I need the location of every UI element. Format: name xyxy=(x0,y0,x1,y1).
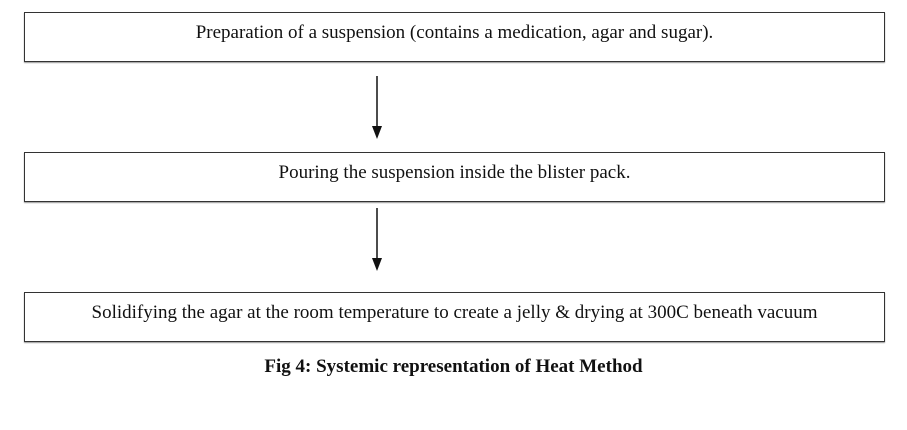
arrow-down-icon xyxy=(372,76,382,139)
step-2-box: Pouring the suspension inside the bliste… xyxy=(24,152,885,202)
step-1-text: Preparation of a suspension (contains a … xyxy=(195,22,714,43)
step-2-text: Pouring the suspension inside the bliste… xyxy=(278,162,631,183)
step-3-text: Solidifying the agar at the room tempera… xyxy=(91,302,818,323)
arrow-down-icon xyxy=(372,208,382,271)
figure-caption: Fig 4: Systemic representation of Heat M… xyxy=(264,356,643,377)
step-1-box: Preparation of a suspension (contains a … xyxy=(24,12,885,62)
step-3-box: Solidifying the agar at the room tempera… xyxy=(24,292,885,342)
